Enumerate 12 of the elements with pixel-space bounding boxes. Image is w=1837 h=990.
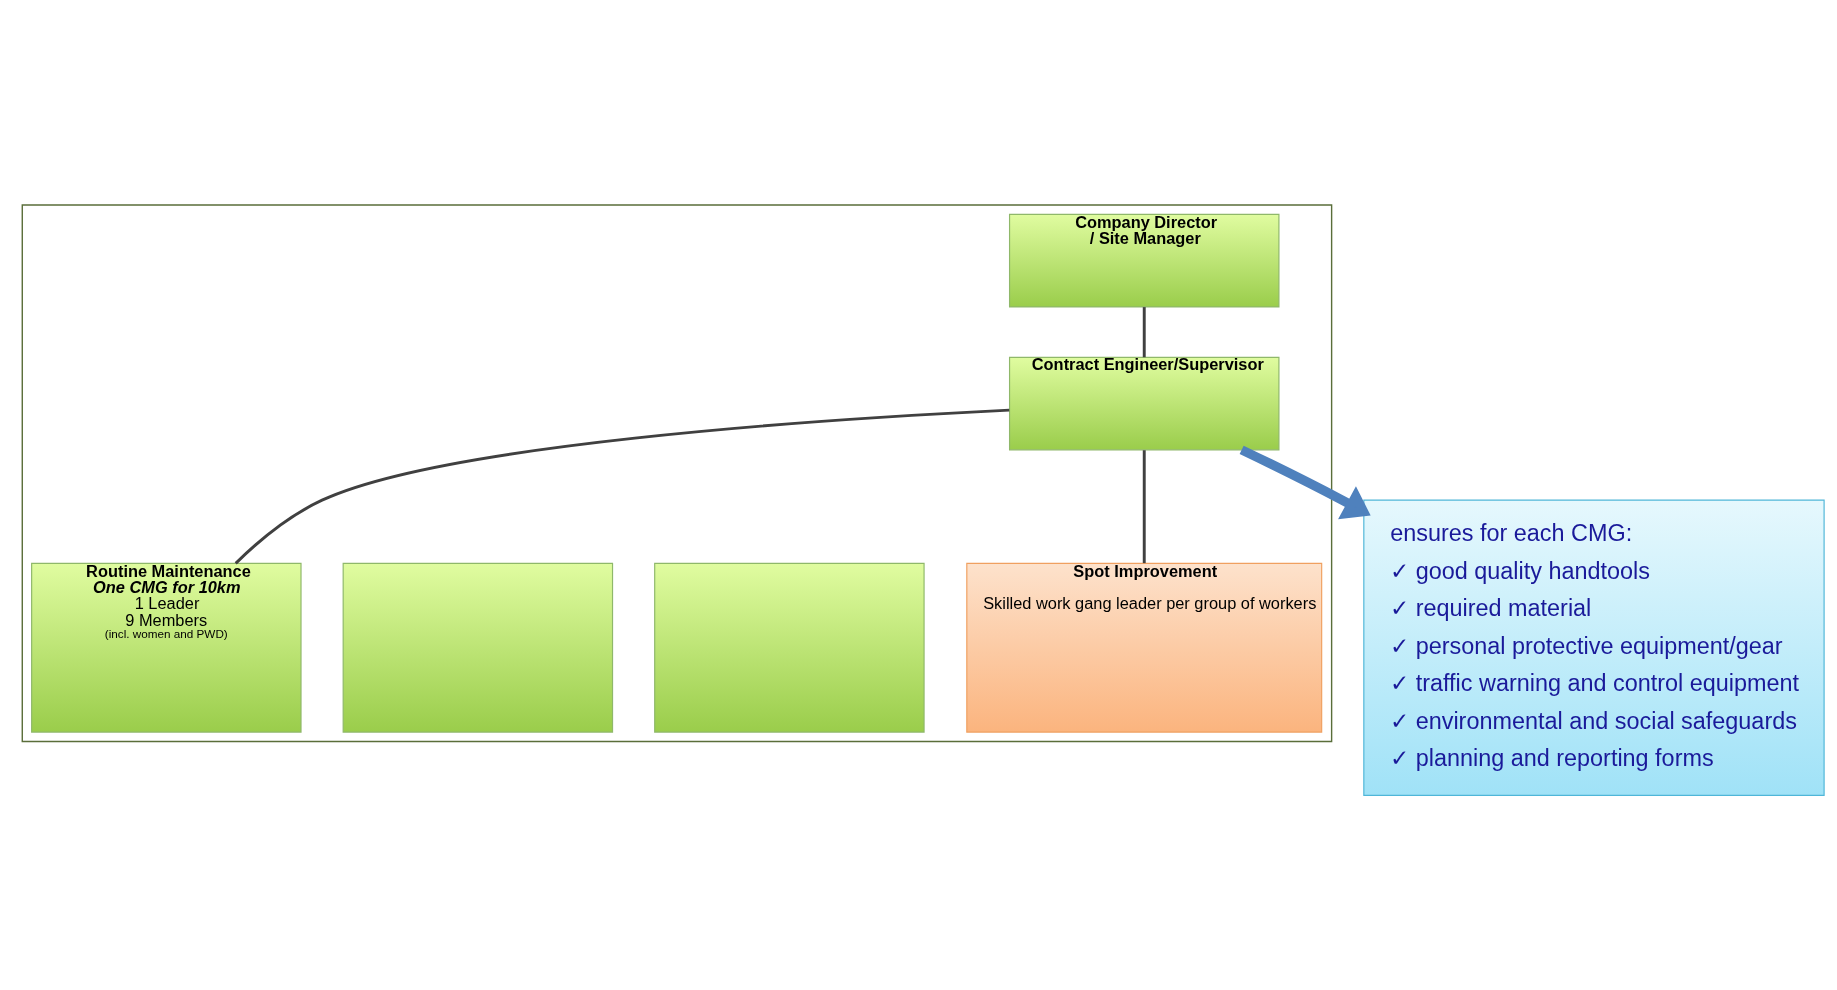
connector [1142,449,1146,563]
connector [1142,306,1146,357]
node-box: Contract Engineer/Supervisor [1008,356,1280,450]
node-box: Routine Maintenance One CMG for 10km 1 Leader 9 Members (incl. women and PWD) [31,562,302,733]
node-box: Company Director / Site Manager [1008,213,1280,308]
cluster [21,203,1333,742]
node-box: Spot Improvement Skilled work gang leader per group of workers [966,562,1323,733]
node-box [342,562,614,733]
connector [234,408,1010,564]
arrow [1239,445,1371,519]
node-box [654,562,925,733]
node-box: ensures for each CMG: ✓ good quality handtools ✓ required material ✓ personal protective equipment/gear ✓ traffic warning and control equipment ✓ environmental and social safeguards ✓ planning and reporting forms [1363,499,1825,796]
